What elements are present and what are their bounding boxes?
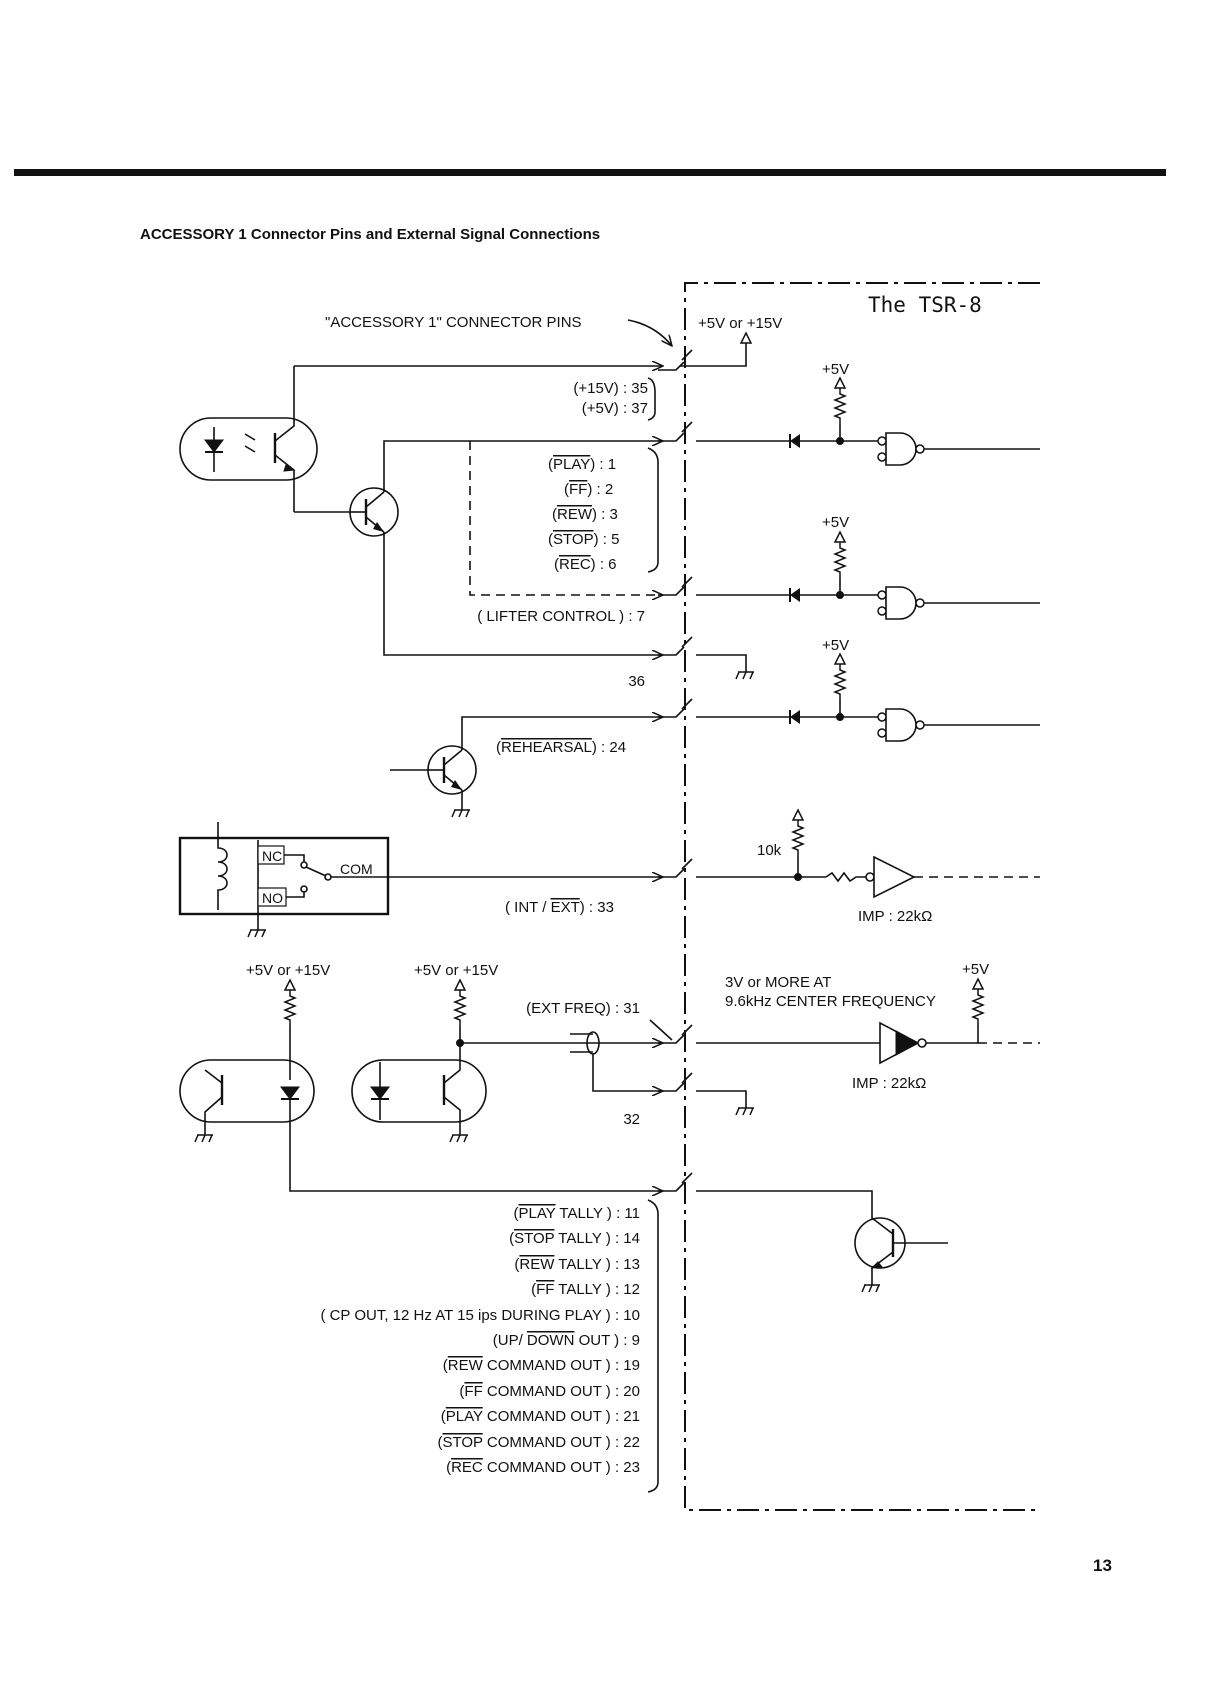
svg-text:(REW) : 3: (REW) : 3 (552, 506, 618, 523)
output-pin-label: (STOP TALLY ) : 14 (509, 1230, 640, 1247)
svg-text:(STOP) : 5: (STOP) : 5 (548, 531, 619, 548)
output-pin-label: (FF COMMAND OUT ) : 20 (459, 1383, 640, 1400)
output-transistor (696, 1190, 948, 1293)
plus5v-freq: +5V (962, 961, 989, 978)
page-number: 13 (1093, 1556, 1112, 1575)
device-title: The TSR-8 (868, 293, 982, 317)
output-pin-label: ( CP OUT, 12 Hz AT 15 ips DURING PLAY ) … (320, 1307, 640, 1324)
input-stage-3: +5V (696, 637, 1040, 742)
input-stage-2: +5V (696, 514, 1040, 620)
pin-32: 32 (623, 1111, 640, 1128)
output-pin-label: (PLAY TALLY ) : 11 (514, 1205, 640, 1222)
svg-text:+5V: +5V (822, 361, 849, 378)
svg-text:NO: NO (262, 890, 283, 906)
svg-text:10k: 10k (757, 842, 782, 859)
pin-36: 36 (628, 673, 645, 690)
supply-left-a: +5V or +15V (246, 962, 330, 979)
output-pin-label: (REW COMMAND OUT ) : 19 (443, 1357, 640, 1374)
int-ext-buffer: 10k IMP : 22kΩ (696, 809, 1040, 925)
output-pin-label: (REW TALLY ) : 13 (514, 1256, 640, 1273)
pin-extfreq: (EXT FREQ) : 31 (526, 1000, 640, 1017)
pin-stop: (STOP) : 5 (548, 531, 619, 548)
supply-left-b: +5V or +15V (414, 962, 498, 979)
input-stage-1: +5V (696, 361, 1040, 466)
pin-rehearsal: (REHEARSAL) : 24 (496, 739, 626, 756)
page-heading: ACCESSORY 1 Connector Pins and External … (140, 226, 600, 243)
supply-internal: +5V or +15V (698, 315, 782, 332)
opto-coupler-a (179, 1026, 663, 1191)
svg-text:COM: COM (340, 861, 373, 877)
opto-coupler-b (351, 1026, 487, 1143)
svg-text:IMP : 22kΩ: IMP : 22kΩ (852, 1075, 926, 1092)
pin-5v: (+5V) : 37 (582, 400, 648, 417)
top-rule (14, 169, 1166, 176)
connector-caption: "ACCESSORY 1" CONNECTOR PINS (325, 314, 582, 331)
freq-buffer: IMP : 22kΩ (696, 1021, 1040, 1092)
connector-contacts (658, 349, 693, 1192)
pin-ff: (FF) : 2 (564, 481, 613, 498)
output-pin-label: (STOP COMMAND OUT ) : 22 (437, 1434, 640, 1451)
freq-note-2: 9.6kHz CENTER FREQUENCY (725, 993, 936, 1010)
pin-int-ext: ( INT / EXT) : 33 (505, 899, 614, 916)
output-pin-label: (PLAY COMMAND OUT ) : 21 (441, 1408, 640, 1425)
pin-play: (PLAY) : 1 (548, 456, 616, 473)
svg-text:IMP : 22kΩ: IMP : 22kΩ (858, 908, 932, 925)
svg-text:+5V: +5V (822, 514, 849, 531)
pin-rew: (REW) : 3 (552, 506, 618, 523)
pin-lifter: ( LIFTER CONTROL ) : 7 (477, 608, 645, 625)
svg-text:NC: NC (262, 848, 282, 864)
pin-15v: (+15V) : 35 (573, 380, 648, 397)
svg-text:+5V: +5V (822, 637, 849, 654)
output-pin-list: (PLAY TALLY ) : 11 (STOP TALLY ) : 14 (REW… (320, 1205, 640, 1476)
svg-text:(PLAY) : 1: (PLAY) : 1 (548, 456, 616, 473)
pin-rec: (REC) : 6 (554, 556, 617, 573)
rehearsal-transistor (390, 717, 663, 818)
output-pin-label: (UP/ DOWN OUT ) : 9 (493, 1332, 640, 1349)
output-pin-label: (FF TALLY ) : 12 (531, 1281, 640, 1298)
output-pin-label: (REC COMMAND OUT ) : 23 (446, 1459, 640, 1476)
freq-note-1: 3V or MORE AT (725, 974, 831, 991)
svg-text:(REC) : 6: (REC) : 6 (554, 556, 617, 573)
device-boundary (684, 282, 1040, 1511)
relay: NC NO COM (178, 822, 663, 938)
opto-coupler-top (179, 366, 318, 512)
svg-text:(FF) : 2: (FF) : 2 (564, 481, 613, 498)
